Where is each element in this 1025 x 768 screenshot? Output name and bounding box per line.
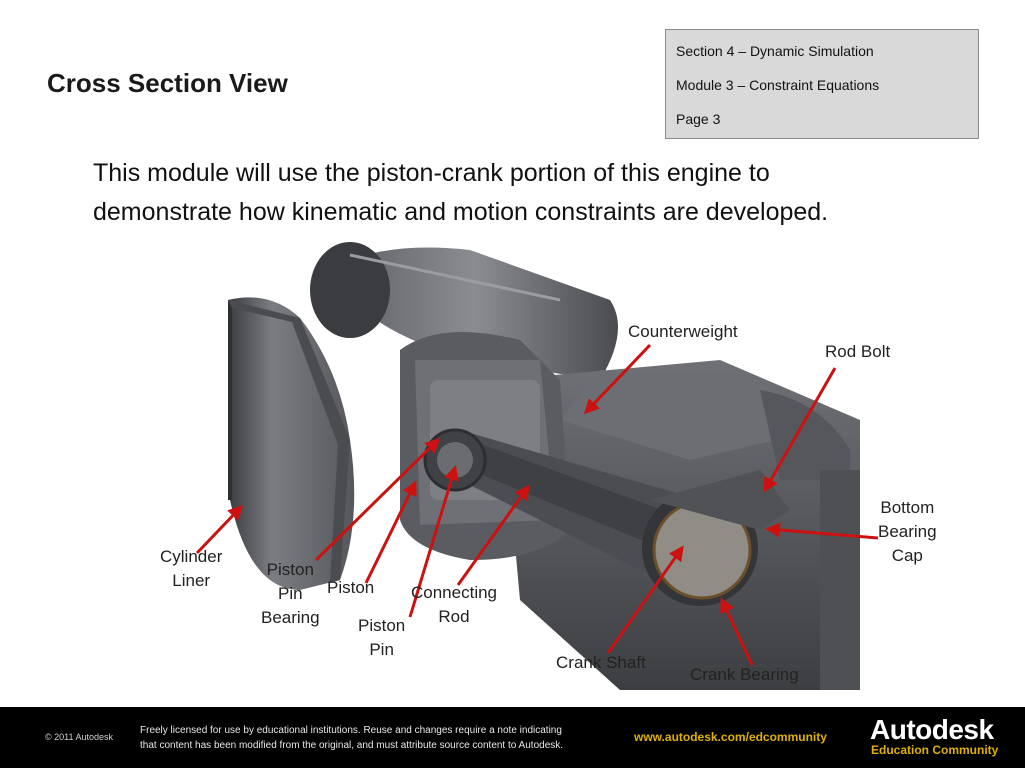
section-label: Section 4 – Dynamic Simulation (676, 43, 874, 59)
arrow-cylinder-liner (195, 504, 244, 555)
label-connecting-rod: Connecting Rod (411, 583, 498, 626)
label-crank-shaft: Crank Shaft (556, 653, 646, 672)
connecting-rod (423, 428, 790, 606)
label-crank-bearing: Crank Bearing (690, 665, 799, 684)
footer-bar: © 2011 Autodesk Freely licensed for use … (0, 707, 1025, 768)
label-counterweight: Counterweight (628, 322, 738, 341)
cylinder-liner (228, 297, 355, 590)
label-piston-pin: Piston Pin (358, 616, 406, 659)
engine-cross-section-figure (195, 242, 879, 690)
label-bottom-bearing-cap: Bottom Bearing Cap (878, 498, 937, 565)
arrow-bottom-bearing-cap (765, 522, 879, 540)
label-rod-bolt: Rod Bolt (825, 342, 891, 361)
intro-line-2: demonstrate how kinematic and motion con… (93, 198, 829, 226)
arrow-connecting-rod (456, 484, 530, 586)
callout-arrows (195, 343, 879, 666)
module-label: Module 3 – Constraint Equations (676, 77, 880, 93)
intro-line-1: This module will use the piston-crank po… (93, 159, 770, 187)
autodesk-logo: Autodesk (870, 714, 994, 745)
arrow-crank-shaft (606, 545, 684, 654)
cylinder-tube (310, 242, 618, 380)
arrow-rod-bolt (763, 367, 837, 493)
crank-shaft-body (500, 360, 860, 690)
license-text: Freely licensed for use by educational i… (140, 725, 564, 751)
label-piston-pin-bearing: Piston Pin Bearing (261, 560, 320, 627)
page-label: Page 3 (676, 111, 721, 127)
community-url-link[interactable]: www.autodesk.com/edcommunity (634, 730, 827, 744)
label-piston: Piston (327, 578, 375, 597)
arrow-piston-pin-bearing (314, 437, 441, 562)
slide-title: Cross Section View (47, 68, 288, 98)
arrow-piston-pin (408, 465, 459, 618)
copyright-text: © 2011 Autodesk (45, 732, 114, 742)
arrow-piston (364, 480, 417, 584)
section-info-box: Section 4 – Dynamic Simulation Module 3 … (665, 29, 979, 139)
education-community-label: Education Community (871, 743, 999, 757)
intro-text: This module will use the piston-crank po… (93, 154, 973, 232)
label-cylinder-liner: Cylinder Liner (160, 547, 223, 590)
arrow-crank-bearing (720, 597, 754, 666)
arrow-counterweight (583, 343, 652, 415)
